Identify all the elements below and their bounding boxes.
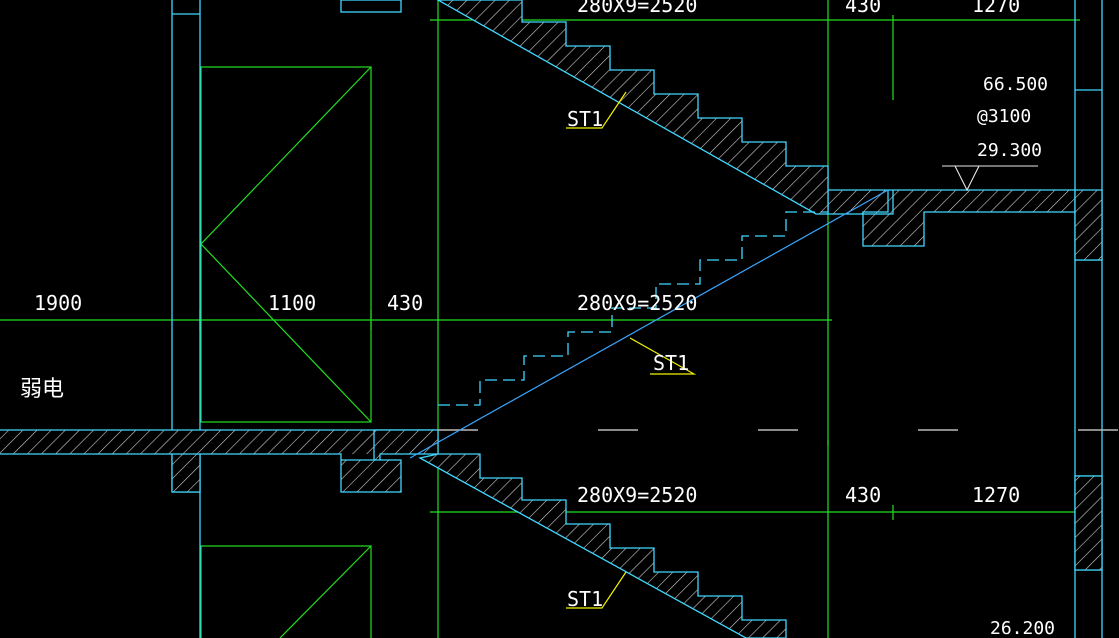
level-landing: 29.300: [977, 140, 1042, 161]
label-st1-middle: ST1: [653, 351, 689, 375]
floor-slab: [0, 429, 1119, 493]
opening-lower: [200, 545, 372, 638]
opening-upper: [200, 66, 372, 423]
dim-mid-run: 280X9=2520: [577, 291, 697, 315]
dim-mid-opening: 1100: [268, 291, 316, 315]
dim-top-gap: 430: [845, 0, 881, 17]
leader-lines: [566, 91, 697, 609]
dimension-lines: [0, 0, 1080, 638]
label-st1-lower: ST1: [567, 587, 603, 611]
level-bottom: 26.200: [990, 618, 1055, 638]
top-beam: [340, 0, 402, 13]
level-spacing: @3100: [977, 106, 1031, 127]
stair-flight-middle: [409, 189, 889, 459]
wall-left: [171, 0, 201, 638]
landing-slab: [827, 189, 1103, 571]
dim-bottom-right: 1270: [972, 483, 1020, 507]
dim-mid-gap: 430: [387, 291, 423, 315]
dim-mid-left: 1900: [34, 291, 82, 315]
label-st1-upper: ST1: [567, 107, 603, 131]
dim-bottom-gap: 430: [845, 483, 881, 507]
level-marker: [942, 165, 1038, 192]
dim-top-run: 280X9=2520: [577, 0, 697, 17]
dim-top-right: 1270: [972, 0, 1020, 17]
room-label-weak-current: 弱电: [20, 377, 64, 402]
level-top: 66.500: [983, 74, 1048, 95]
stair-flight-upper: [436, 0, 829, 215]
dim-bottom-run: 280X9=2520: [577, 483, 697, 507]
stair-flight-lower: [418, 453, 787, 638]
